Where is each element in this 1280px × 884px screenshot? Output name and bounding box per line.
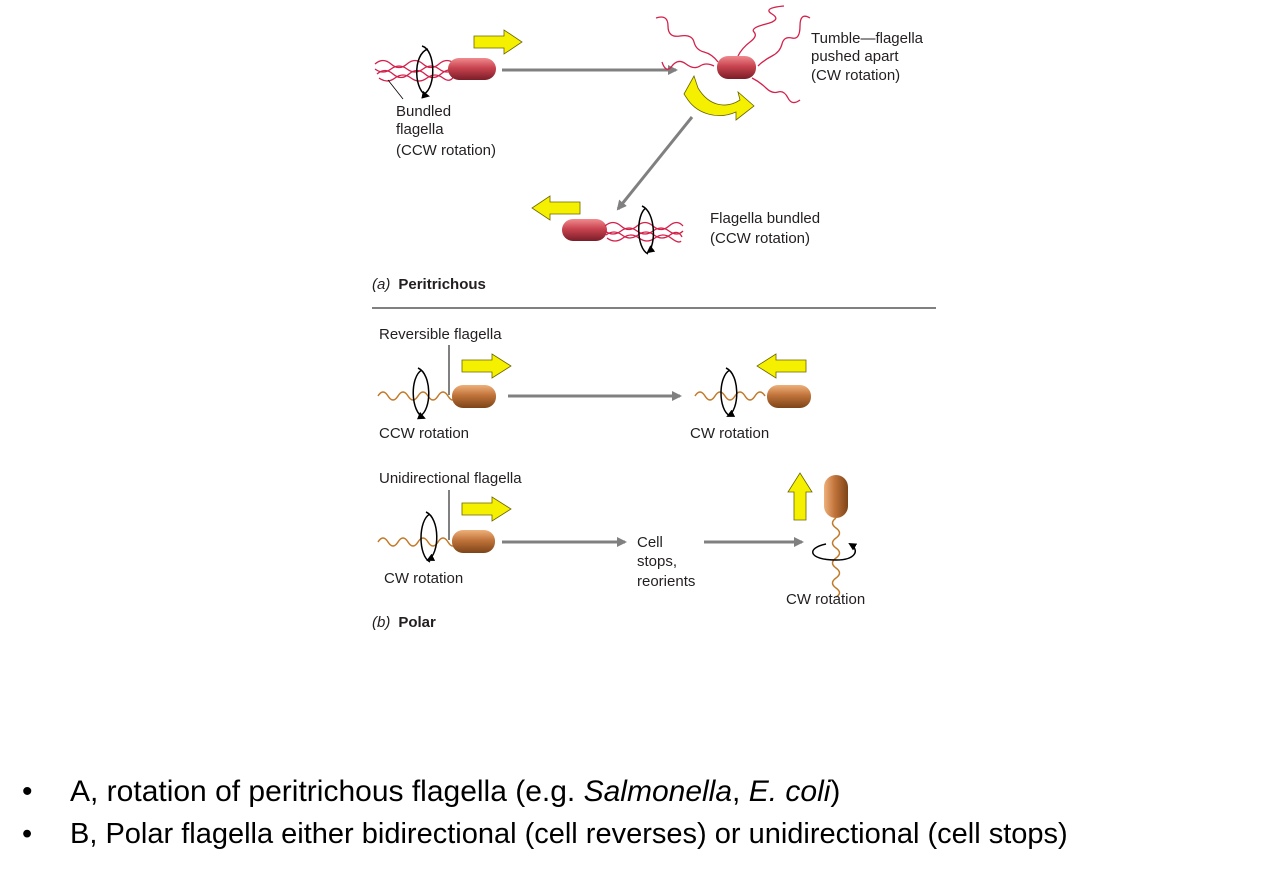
rotation-arrow-cw-icon <box>420 511 438 563</box>
bullet-list: • A, rotation of peritrichous flagella (… <box>22 770 1272 856</box>
rotation-arrow-cw-icon <box>720 367 738 417</box>
yellow-direction-arrow-left <box>531 195 581 221</box>
rotation-arrow-ccw-icon <box>416 45 434 99</box>
panel-a: Bundled flagella (CCW rotation) Tumble—f… <box>372 5 927 293</box>
bundled-flagella <box>604 221 684 243</box>
yellow-direction-arrow-right <box>473 29 523 55</box>
yellow-direction-arrow-left <box>756 353 807 379</box>
bacterium-reoriented: CW rotation <box>786 472 865 608</box>
cw-rotation-label-end: CW rotation <box>786 591 865 608</box>
reversible-flagella-label: Reversible flagella <box>379 326 502 343</box>
red-cell-body <box>717 56 756 79</box>
bacterium-unidirectional: CW rotation <box>377 490 512 587</box>
tumble-label: Tumble—flagella pushed apart (CW rotatio… <box>811 30 927 84</box>
bullet-item-b: • B, Polar flagella either bidirectional… <box>22 813 1272 856</box>
brown-cell-body <box>824 475 848 518</box>
unidirectional-flagella-label: Unidirectional flagella <box>379 470 522 487</box>
polar-flagellum <box>377 391 457 401</box>
brown-cell-body <box>452 385 496 408</box>
bullet-marker: • <box>22 775 33 808</box>
cw-rotation-label-reverse: CW rotation <box>690 425 769 442</box>
cell-stops-label: Cell stops, reorients <box>637 534 695 590</box>
polar-flagellum <box>831 517 841 598</box>
yellow-direction-arrow-right <box>461 353 512 379</box>
panel-a-caption: (a)Peritrichous <box>372 276 486 293</box>
yellow-curved-double-arrow <box>683 75 755 121</box>
bundled-label: Bundled flagella (CCW rotation) <box>396 103 496 159</box>
brown-cell-body <box>452 530 495 553</box>
cw-rotation-label-start: CW rotation <box>384 570 463 587</box>
red-cell-body <box>562 219 607 241</box>
bacterium-tumble: Tumble—flagella pushed apart (CW rotatio… <box>655 5 927 121</box>
panel-b-caption: (b)Polar <box>372 614 436 631</box>
bullet-item-a: • A, rotation of peritrichous flagella (… <box>22 770 1272 813</box>
yellow-direction-arrow-up <box>787 472 813 521</box>
rotation-arrow-ccw-icon <box>412 367 430 420</box>
brown-cell-body <box>767 385 811 408</box>
bundled-flagella <box>374 59 456 82</box>
polar-flagellum <box>694 391 766 401</box>
bacterium-reversible-cw: CW rotation <box>690 353 811 442</box>
tumbling-flagella <box>655 5 811 104</box>
gray-arrow-to-rebundled <box>616 116 694 211</box>
bullet-marker: • <box>22 818 33 850</box>
flagella-rotation-diagram: Bundled flagella (CCW rotation) Tumble—f… <box>372 5 936 631</box>
rebundled-label: Flagella bundled (CCW rotation) <box>710 210 824 247</box>
species-e-coli: E. coli <box>748 775 831 808</box>
label-pointer-line <box>387 79 404 100</box>
ccw-rotation-label: CCW rotation <box>379 425 469 442</box>
bacterium-rebundled: Flagella bundled (CCW rotation) <box>531 195 824 255</box>
polar-flagellum <box>377 537 457 547</box>
species-salmonella: Salmonella <box>583 775 733 808</box>
panel-b: Reversible flagella CCW rotation CW rota… <box>372 326 865 631</box>
red-cell-body <box>448 58 496 80</box>
rotation-arrow-cw-icon <box>812 542 858 561</box>
bacterium-reversible-ccw: CCW rotation <box>377 345 512 442</box>
bacterium-bundled-flagella: Bundled flagella (CCW rotation) <box>374 29 523 159</box>
rotation-arrow-ccw-icon <box>638 205 656 255</box>
yellow-direction-arrow-right <box>461 496 512 522</box>
